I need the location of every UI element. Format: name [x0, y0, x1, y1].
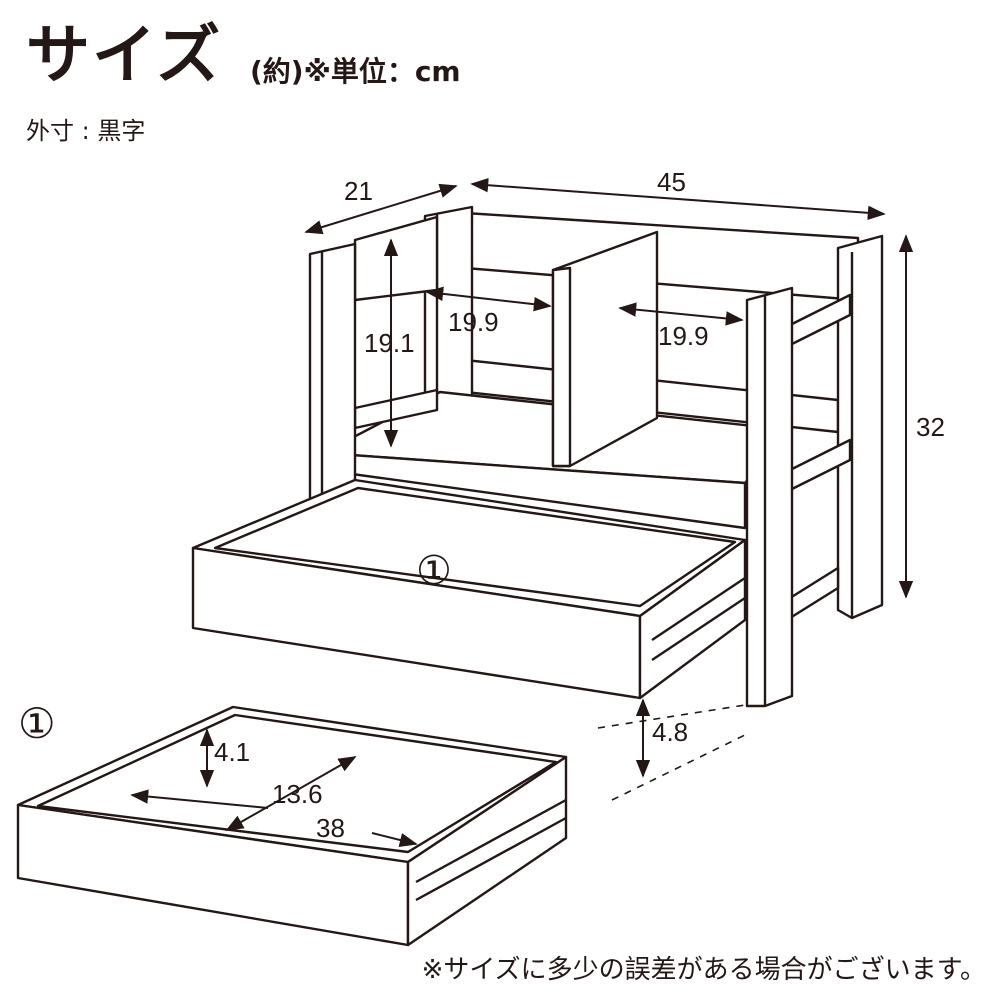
- unit-note: (約)※単位：cm: [250, 55, 461, 88]
- right-inner-width-label: 19.9: [658, 321, 709, 351]
- drawer-clearance-label: 4.8: [652, 717, 688, 747]
- drawer-depth-label: 13.6: [272, 779, 323, 809]
- shelf-unit: [191, 205, 884, 801]
- legend-note: 外寸 : 黒字: [26, 117, 146, 145]
- drawer-detail: [16, 705, 568, 947]
- page-title: サイズ: [26, 19, 223, 93]
- drawer-detail-marker: ①: [18, 700, 56, 747]
- drawer-callout-marker: ①: [416, 549, 452, 593]
- drawer-height-label: 4.1: [214, 737, 250, 767]
- dimension-arrows: [304, 177, 914, 778]
- width-label: 45: [657, 167, 686, 197]
- drawer-width-label: 38: [316, 813, 345, 843]
- depth-label: 21: [344, 176, 373, 206]
- left-inner-width-label: 19.9: [448, 307, 499, 337]
- inner-height-label: 19.1: [364, 328, 415, 358]
- height-label: 32: [916, 412, 945, 442]
- disclaimer-note: ※サイズに多少の誤差がある場合がございます。: [421, 955, 986, 985]
